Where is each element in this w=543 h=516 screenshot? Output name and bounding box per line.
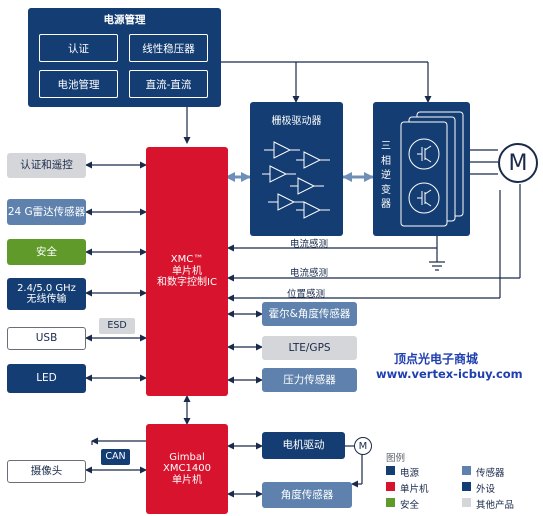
watermark-url: www.vertex-icbuy.com <box>376 367 523 381</box>
legend-title: 图例 <box>386 453 406 464</box>
pressure-sensor-block: 压力传感器 <box>262 368 357 392</box>
inverter-block: 三相逆变器 <box>373 102 470 236</box>
legend-label-other: 其他产品 <box>476 500 515 511</box>
can-label: CAN <box>105 450 126 462</box>
pressure-sensor-label: 压力传感器 <box>283 373 336 386</box>
esd-label: ESD <box>107 319 127 331</box>
legend: 图例 电源 传感器 单片机 外设 安全 其他产品 <box>386 450 536 512</box>
xmc-mcu-label: XMC™ 单片机 和数字控制IC <box>157 254 217 289</box>
gimbal-mcu-label: Gimbal XMC1400 单片机 <box>163 451 211 486</box>
position-sense-label: 位置感测 <box>287 289 326 300</box>
camera-label: 摄像头 <box>30 465 63 478</box>
power-item-battery-management: 电池管理 <box>39 70 118 98</box>
small-motor-icon: M <box>354 437 372 455</box>
motor-drive-label: 电机驱动 <box>282 439 325 452</box>
legend-label-security: 安全 <box>400 500 420 511</box>
amplifier-icon <box>262 141 330 219</box>
usb-block: USB <box>7 327 86 350</box>
hall-angle-sensor-block: 霍尔&角度传感器 <box>262 302 357 326</box>
motor-drive-block: 电机驱动 <box>262 432 345 459</box>
legend-swatch-mcu <box>386 482 395 491</box>
wireless-label: 2.4/5.0 GHz 无线传输 <box>17 282 76 306</box>
legend-swatch-other <box>462 498 471 507</box>
wireless-block: 2.4/5.0 GHz 无线传输 <box>7 278 86 310</box>
auth-remote-block: 认证和遥控 <box>7 153 86 178</box>
legend-label-power: 电源 <box>400 468 420 479</box>
radar-sensor-label: 24 G雷达传感器 <box>7 205 86 218</box>
angle-sensor-label: 角度传感器 <box>280 488 334 501</box>
gate-driver-title: 栅极驱动器 <box>271 116 322 127</box>
motor-symbol: M <box>508 150 528 176</box>
transistor-stack-icon <box>400 111 464 227</box>
power-item-linear-regulator: 线性稳压器 <box>129 34 208 62</box>
legend-swatch-sensor <box>462 466 471 475</box>
watermark-title: 顶点光电子商城 <box>394 352 479 366</box>
led-label: LED <box>36 372 57 385</box>
legend-label-mcu: 单片机 <box>400 484 429 495</box>
power-management-block: 电源管理 认证 线性稳压器 电池管理 直流-直流 <box>28 8 221 107</box>
current-sense-label-1: 电流感测 <box>290 239 329 250</box>
usb-label: USB <box>35 332 58 345</box>
led-block: LED <box>7 364 86 393</box>
motor-icon: M <box>498 143 538 183</box>
legend-label-peripheral: 外设 <box>476 484 496 495</box>
gate-driver-block: 栅极驱动器 <box>250 102 343 236</box>
lte-gps-block: LTE/GPS <box>262 336 357 360</box>
hall-angle-sensor-label: 霍尔&角度传感器 <box>268 307 351 320</box>
power-item-dc-dc: 直流-直流 <box>129 70 208 98</box>
camera-block: 摄像头 <box>7 460 86 483</box>
security-block: 安全 <box>7 239 86 265</box>
radar-sensor-block: 24 G雷达传感器 <box>7 199 86 225</box>
esd-tag: ESD <box>99 318 135 334</box>
xmc-mcu-block: XMC™ 单片机 和数字控制IC <box>146 147 228 396</box>
auth-remote-label: 认证和遥控 <box>20 159 73 172</box>
angle-sensor-block: 角度传感器 <box>262 482 352 508</box>
lte-gps-label: LTE/GPS <box>288 341 331 354</box>
can-tag: CAN <box>101 449 130 465</box>
power-item-certification: 认证 <box>39 34 118 62</box>
legend-swatch-power <box>386 466 395 475</box>
legend-swatch-peripheral <box>462 482 471 491</box>
gimbal-mcu-block: Gimbal XMC1400 单片机 <box>146 424 228 514</box>
small-motor-symbol: M <box>358 440 368 452</box>
power-management-title: 电源管理 <box>103 14 146 26</box>
security-label: 安全 <box>36 245 57 258</box>
legend-label-sensor: 传感器 <box>476 468 505 479</box>
inverter-title: 三相逆变器 <box>381 141 391 210</box>
legend-swatch-security <box>386 498 395 507</box>
current-sense-label-2: 电流感测 <box>290 268 329 279</box>
